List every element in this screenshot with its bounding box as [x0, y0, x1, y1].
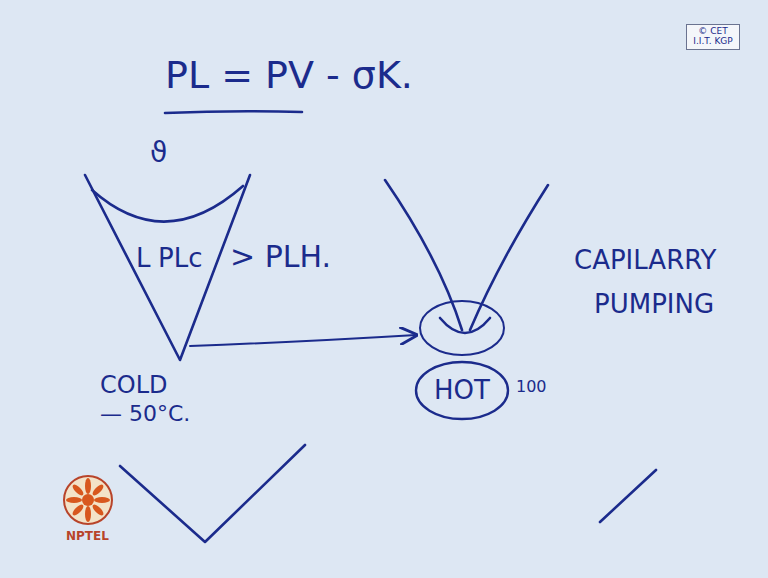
process-name: PUMPING — [594, 290, 714, 319]
nptel-logo — [64, 476, 112, 524]
hot-temperature: 100 — [516, 378, 547, 396]
liquid-mark: L — [136, 244, 151, 273]
watermark-box: © CET I.I.T. KGP — [686, 24, 740, 50]
cold-label: COLD — [100, 372, 168, 398]
underline — [165, 111, 302, 113]
process-name: CAPILARRY — [574, 246, 717, 275]
flow-arrow — [190, 335, 416, 346]
lower-groove — [120, 445, 305, 542]
equation: PL = PV - σK. — [165, 55, 413, 97]
cold-temperature: — 50°C. — [100, 402, 190, 426]
cold-groove — [85, 175, 250, 360]
hot-groove — [385, 180, 548, 330]
cold-meniscus — [92, 186, 243, 222]
node-text: HOT — [434, 376, 490, 405]
hot-meniscus — [440, 318, 490, 333]
node-text: © CET I.I.T. KGP — [689, 27, 737, 47]
pressure-cold: PLc — [158, 244, 202, 273]
pressure-relation: > PLH. — [230, 240, 331, 273]
lower-line — [600, 470, 656, 522]
hot-circle: HOT — [424, 366, 500, 415]
circled-region — [420, 301, 504, 355]
logo-text: NPTEL — [66, 530, 109, 543]
volume-symbol: ϑ — [150, 138, 167, 169]
